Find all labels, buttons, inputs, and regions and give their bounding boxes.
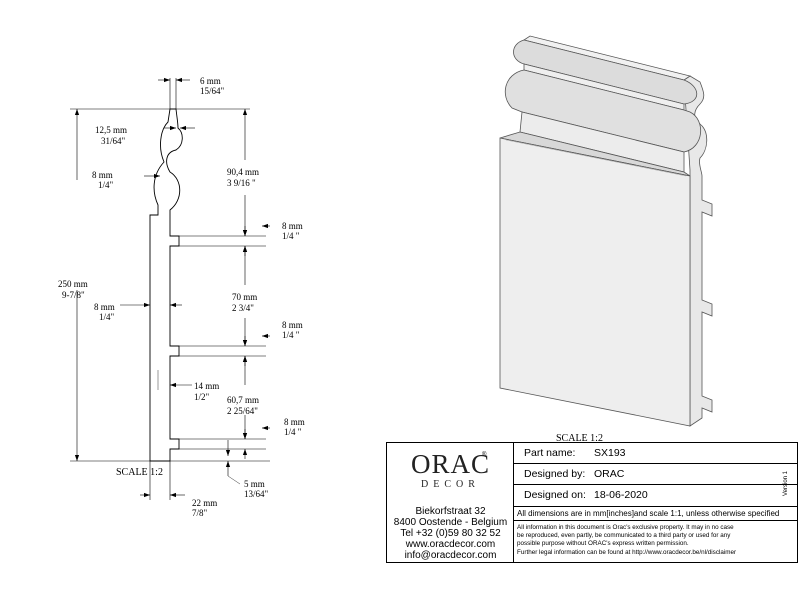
dim-spacing-2-inch: 2 25/64" — [227, 406, 258, 416]
legal-line-3: possible purpose without ORAC's express … — [517, 540, 689, 548]
isometric-view — [499, 35, 713, 427]
dim-base-width-mm: 22 mm — [192, 498, 217, 508]
dim-groove-3-inch: 1/4 " — [284, 427, 302, 437]
iso-side-face — [683, 75, 713, 427]
designed-by-label: Designed by: — [524, 468, 586, 480]
designed-on-value: 18-06-2020 — [594, 489, 648, 501]
company-info: ORAC ® DECOR Biekorfstraat 32 8400 Ooste… — [387, 443, 514, 562]
dim-groove-2-inch: 1/4 " — [282, 330, 300, 340]
designed-by-value: ORAC — [594, 468, 625, 480]
legal-notice: All information in this document is Orac… — [517, 524, 797, 557]
dim-radius-top-inch: 31/64" — [101, 136, 126, 146]
dim-groove-3-mm: 8 mm — [284, 417, 305, 427]
address-city: 8400 Oostende - Belgium — [393, 517, 508, 528]
dim-spacing-2-mm: 60,7 mm — [227, 395, 259, 405]
part-name-label: Part name: — [524, 447, 576, 459]
dim-radius-mid-inch: 1/4" — [98, 180, 114, 190]
legal-line-2: be reproduced, even partly, be communica… — [517, 532, 731, 540]
designed-on-row: Designed on: 18-06-2020 — [514, 485, 798, 507]
dim-top-width-mm: 6 mm — [200, 76, 221, 86]
dim-groove-2-mm: 8 mm — [282, 320, 303, 330]
dim-groove-1-inch: 1/4 " — [282, 231, 300, 241]
dim-total-height-inch: 9-7/8" — [62, 290, 85, 300]
title-block: ORAC ® DECOR Biekorfstraat 32 8400 Ooste… — [386, 442, 798, 563]
designed-on-label: Designed on: — [524, 489, 586, 501]
profile-section — [70, 108, 270, 462]
dim-spacing-1-mm: 70 mm — [232, 292, 257, 302]
dim-foot-width-mm: 14 mm — [194, 381, 219, 391]
dim-profile-height-inch: 3 9/16 " — [227, 178, 256, 188]
iso-front-face — [499, 137, 691, 427]
dim-groove-1-mm: 8 mm — [282, 221, 303, 231]
dim-spacing-1-inch: 2 3/4" — [232, 303, 254, 313]
dim-radius-top-mm: 12,5 mm — [95, 125, 127, 135]
dim-base-width-inch: 7/8" — [192, 508, 208, 518]
address-phone: Tel +32 (0)59 80 32 52 — [400, 528, 501, 539]
part-name-value: SX193 — [594, 447, 626, 459]
dim-thickness-inch: 1/4" — [99, 312, 115, 322]
address-website: www.oracdecor.com — [405, 539, 496, 550]
part-name-row: Part name: SX193 — [514, 443, 798, 464]
dim-thickness-mm: 8 mm — [94, 302, 115, 312]
profile-scale-label: SCALE 1:2 — [116, 467, 163, 478]
decor-logo-text: DECOR — [421, 479, 480, 490]
dim-foot-width-inch: 1/2" — [194, 392, 210, 402]
dim-bottom-height-mm: 5 mm — [244, 479, 265, 489]
legal-line-4: Further legal information can be found a… — [517, 548, 737, 556]
version-label: Version 1 — [783, 470, 789, 496]
dim-total-height-mm: 250 mm — [58, 279, 88, 289]
profile-outline — [149, 108, 183, 462]
orac-logo-text: ORAC — [410, 449, 490, 479]
designed-by-row: Designed by: ORAC — [514, 464, 798, 485]
dimension-lines — [74, 77, 270, 500]
dimensions-note: All dimensions are in mm[inches]and scal… — [514, 507, 798, 521]
dim-bottom-height-inch: 13/64" — [244, 489, 269, 499]
address-street: Biekorfstraat 32 — [415, 506, 486, 517]
dim-profile-height-mm: 90,4 mm — [227, 167, 259, 177]
dimension-texts: 6 mm 15/64" 12,5 mm 31/64" 8 mm 1/4" 90,… — [58, 76, 603, 518]
dim-top-width-inch: 15/64" — [200, 86, 225, 96]
dim-radius-mid-mm: 8 mm — [92, 170, 113, 180]
address-email: info@oracdecor.com — [404, 550, 497, 561]
legal-line-1: All information in this document is Orac… — [517, 524, 734, 531]
view-scale-label: SCALE 1:2 — [556, 433, 603, 444]
registered-mark: ® — [482, 452, 487, 458]
